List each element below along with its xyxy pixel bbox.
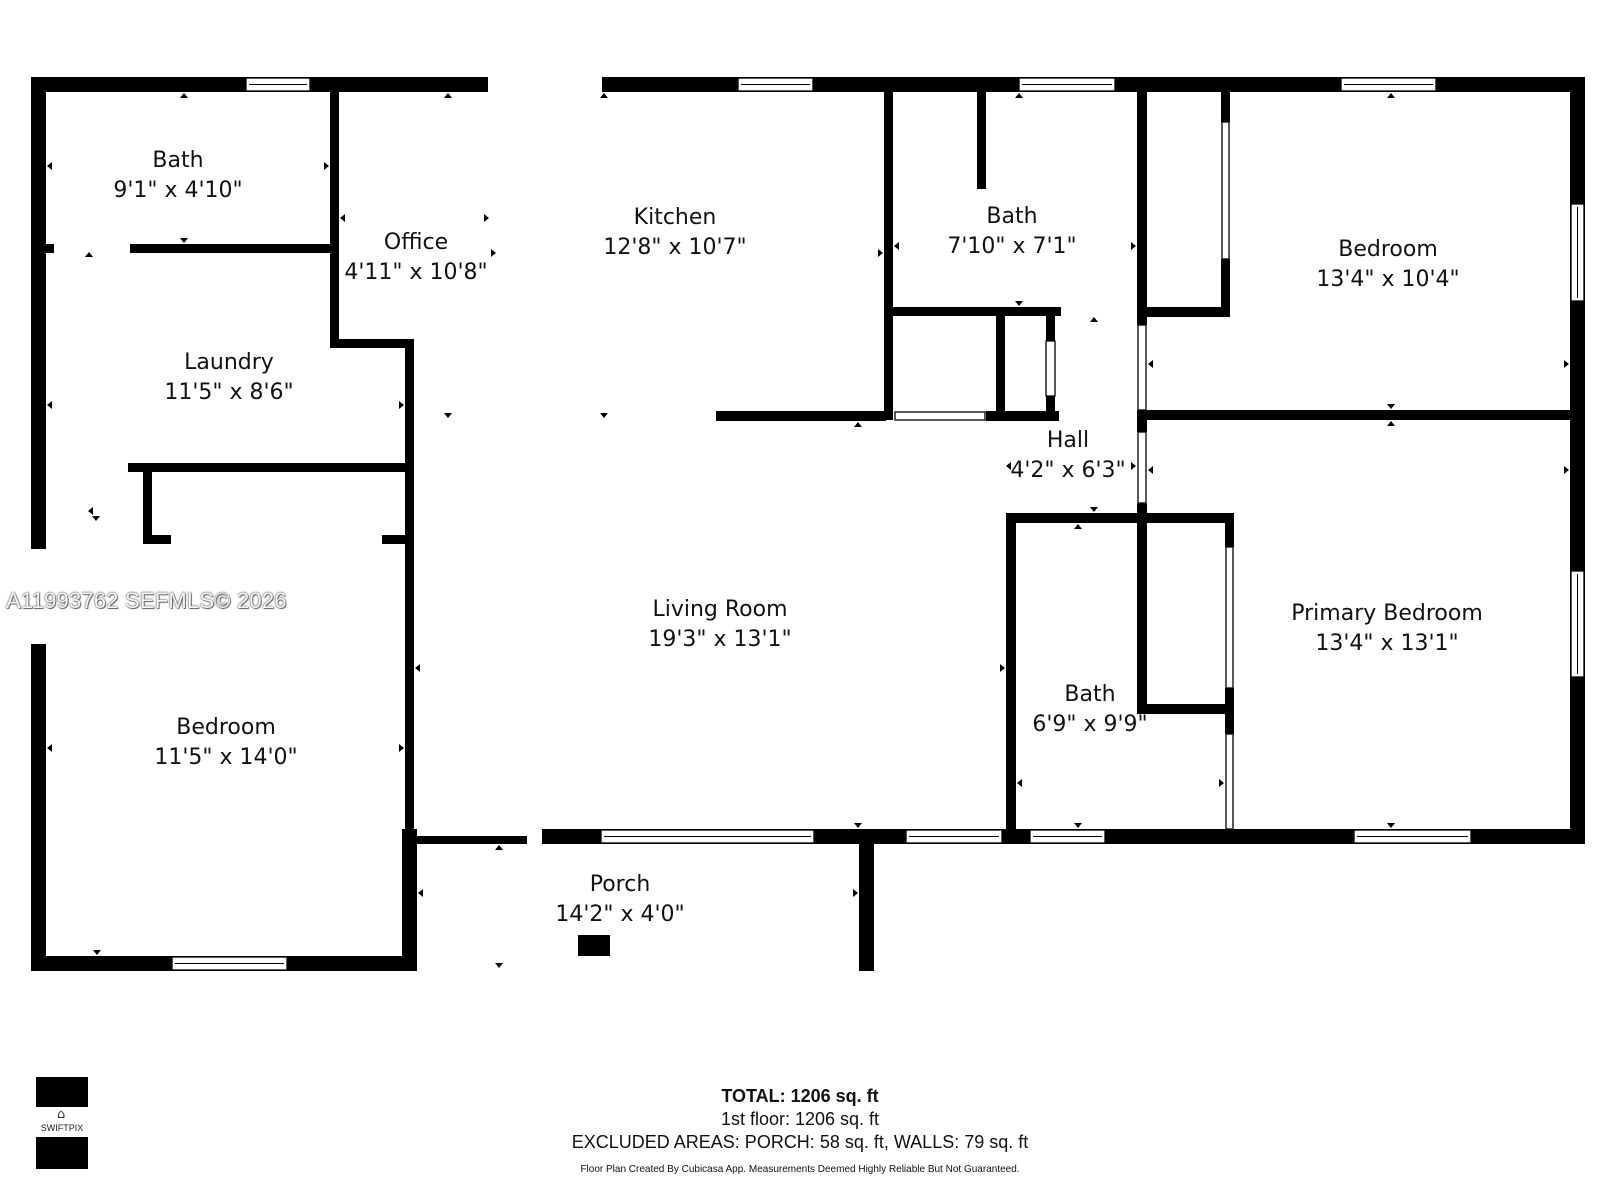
room-name: Bath [152, 148, 204, 173]
room-name: Office [383, 230, 449, 255]
window [1018, 77, 1116, 92]
room-label-laundry: Laundry 11'5" x 8'6" [164, 348, 293, 408]
room-label-bedroom-sw: Bedroom 11'5" x 14'0" [154, 713, 297, 773]
room-dimensions: 4'11" x 10'8" [344, 260, 488, 285]
room-name: Laundry [184, 350, 274, 375]
room-name: Hall [1046, 428, 1090, 453]
room-dimensions: 9'1" x 4'10" [113, 178, 243, 203]
room-name: Porch [589, 872, 651, 897]
room-label-bath-3: Bath 6'9" x 9'9" [1032, 680, 1147, 740]
room-dimensions: 7'10" x 7'1" [947, 234, 1077, 259]
window [245, 77, 311, 92]
interior-walls [46, 92, 1583, 966]
logo-text: SWIFTPIX [40, 1123, 84, 1133]
room-name: Bath [986, 204, 1038, 229]
house-icon: ⌂ [57, 1107, 66, 1122]
window [1225, 733, 1234, 830]
room-label-bedroom-ne: Bedroom 13'4" x 10'4" [1316, 235, 1459, 295]
disclaimer: Floor Plan Created By Cubicasa App. Meas… [580, 1164, 1020, 1175]
dimension-markers [47, 93, 1569, 968]
windows [171, 77, 1585, 971]
room-name: Living Room [652, 597, 788, 622]
window [1029, 829, 1106, 844]
room-dimensions: 12'8" x 10'7" [603, 235, 747, 260]
mls-watermark: A11993762 SEFMLS© 2026 [6, 588, 287, 613]
room-label-hall: Hall 4'2" x 6'3" [1010, 426, 1125, 486]
room-label-primary-bedroom: Primary Bedroom 13'4" x 13'1" [1291, 599, 1483, 659]
window [737, 77, 814, 92]
window [1045, 340, 1056, 397]
window [1221, 121, 1230, 260]
window [1570, 203, 1585, 302]
room-label-living-room: Living Room 19'3" x 13'1" [648, 595, 791, 655]
total-area: TOTAL: 1206 sq. ft [721, 1086, 879, 1106]
room-dimensions: 14'2" x 4'0" [555, 902, 685, 927]
excluded-areas: EXCLUDED AREAS: PORCH: 58 sq. ft, WALLS:… [571, 1132, 1029, 1152]
room-name: Primary Bedroom [1291, 601, 1483, 626]
window [905, 829, 1003, 844]
room-dimensions: 6'9" x 9'9" [1032, 712, 1148, 737]
window [894, 411, 986, 421]
room-name: Bedroom [176, 715, 276, 740]
window [1340, 77, 1437, 92]
floor-area: 1st floor: 1206 sq. ft [720, 1109, 880, 1129]
room-label-kitchen: Kitchen 12'8" x 10'7" [603, 203, 746, 263]
room-label-office: Office 4'11" x 10'8" [344, 228, 487, 288]
window [1225, 546, 1234, 689]
window [1137, 324, 1147, 411]
room-dimensions: 4'2" x 6'3" [1010, 458, 1126, 483]
window [1137, 431, 1147, 504]
room-name: Bedroom [1338, 237, 1438, 262]
room-dimensions: 13'4" x 13'1" [1315, 631, 1459, 656]
room-dimensions: 11'5" x 8'6" [164, 380, 294, 405]
logo-band: ⌂ SWIFTPIX [36, 1107, 88, 1137]
room-label-bath-2: Bath 7'10" x 7'1" [947, 202, 1076, 262]
room-label-bath-1: Bath 9'1" x 4'10" [113, 146, 242, 206]
window [171, 956, 288, 971]
room-label-porch: Porch 14'2" x 4'0" [555, 870, 684, 930]
window [1353, 829, 1472, 844]
swiftpix-logo: ⌂ SWIFTPIX [36, 1077, 88, 1169]
room-dimensions: 11'5" x 14'0" [154, 745, 298, 770]
room-name: Bath [1064, 682, 1116, 707]
room-name: Kitchen [633, 205, 717, 230]
wall-openings [31, 77, 859, 971]
room-dimensions: 13'4" x 10'4" [1316, 267, 1460, 292]
room-dimensions: 19'3" x 13'1" [648, 627, 792, 652]
window [600, 829, 815, 844]
window [1570, 570, 1585, 678]
